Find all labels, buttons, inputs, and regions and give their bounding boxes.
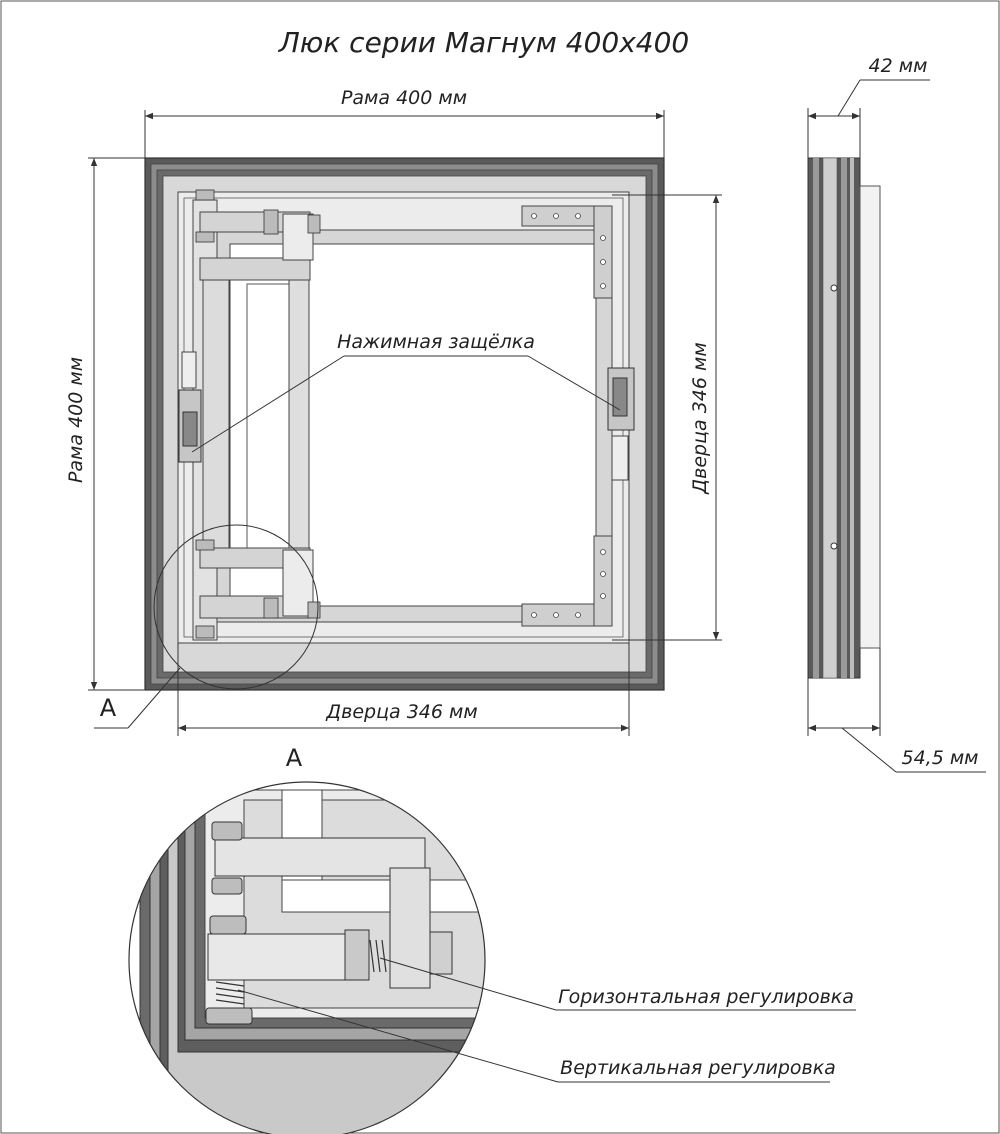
detail-marker-label: А bbox=[100, 694, 117, 722]
side-view bbox=[807, 157, 881, 679]
detail-view bbox=[129, 782, 485, 1134]
frame-height-label: Рама 400 мм bbox=[65, 357, 87, 483]
latch-callout-label: Нажимная защёлка bbox=[337, 331, 535, 353]
detail-circle-marker bbox=[153, 524, 319, 690]
door-width-label: Дверца 346 мм bbox=[325, 701, 477, 723]
frame-width-label: Рама 400 мм bbox=[341, 87, 467, 109]
drawing-title: Люк серии Магнум 400x400 bbox=[278, 26, 690, 59]
detail-circle bbox=[128, 781, 486, 1134]
depth-total-label: 54,5 мм bbox=[901, 747, 978, 769]
front-view bbox=[144, 157, 665, 691]
vertical-adjustment-label: Вертикальная регулировка bbox=[560, 1057, 836, 1079]
door-height-label: Дверца 346 мм bbox=[689, 342, 711, 494]
depth-frame-label: 42 мм bbox=[869, 55, 928, 77]
horizontal-adjustment-label: Горизонтальная регулировка bbox=[558, 986, 854, 1008]
detail-view-title: А bbox=[286, 744, 303, 772]
